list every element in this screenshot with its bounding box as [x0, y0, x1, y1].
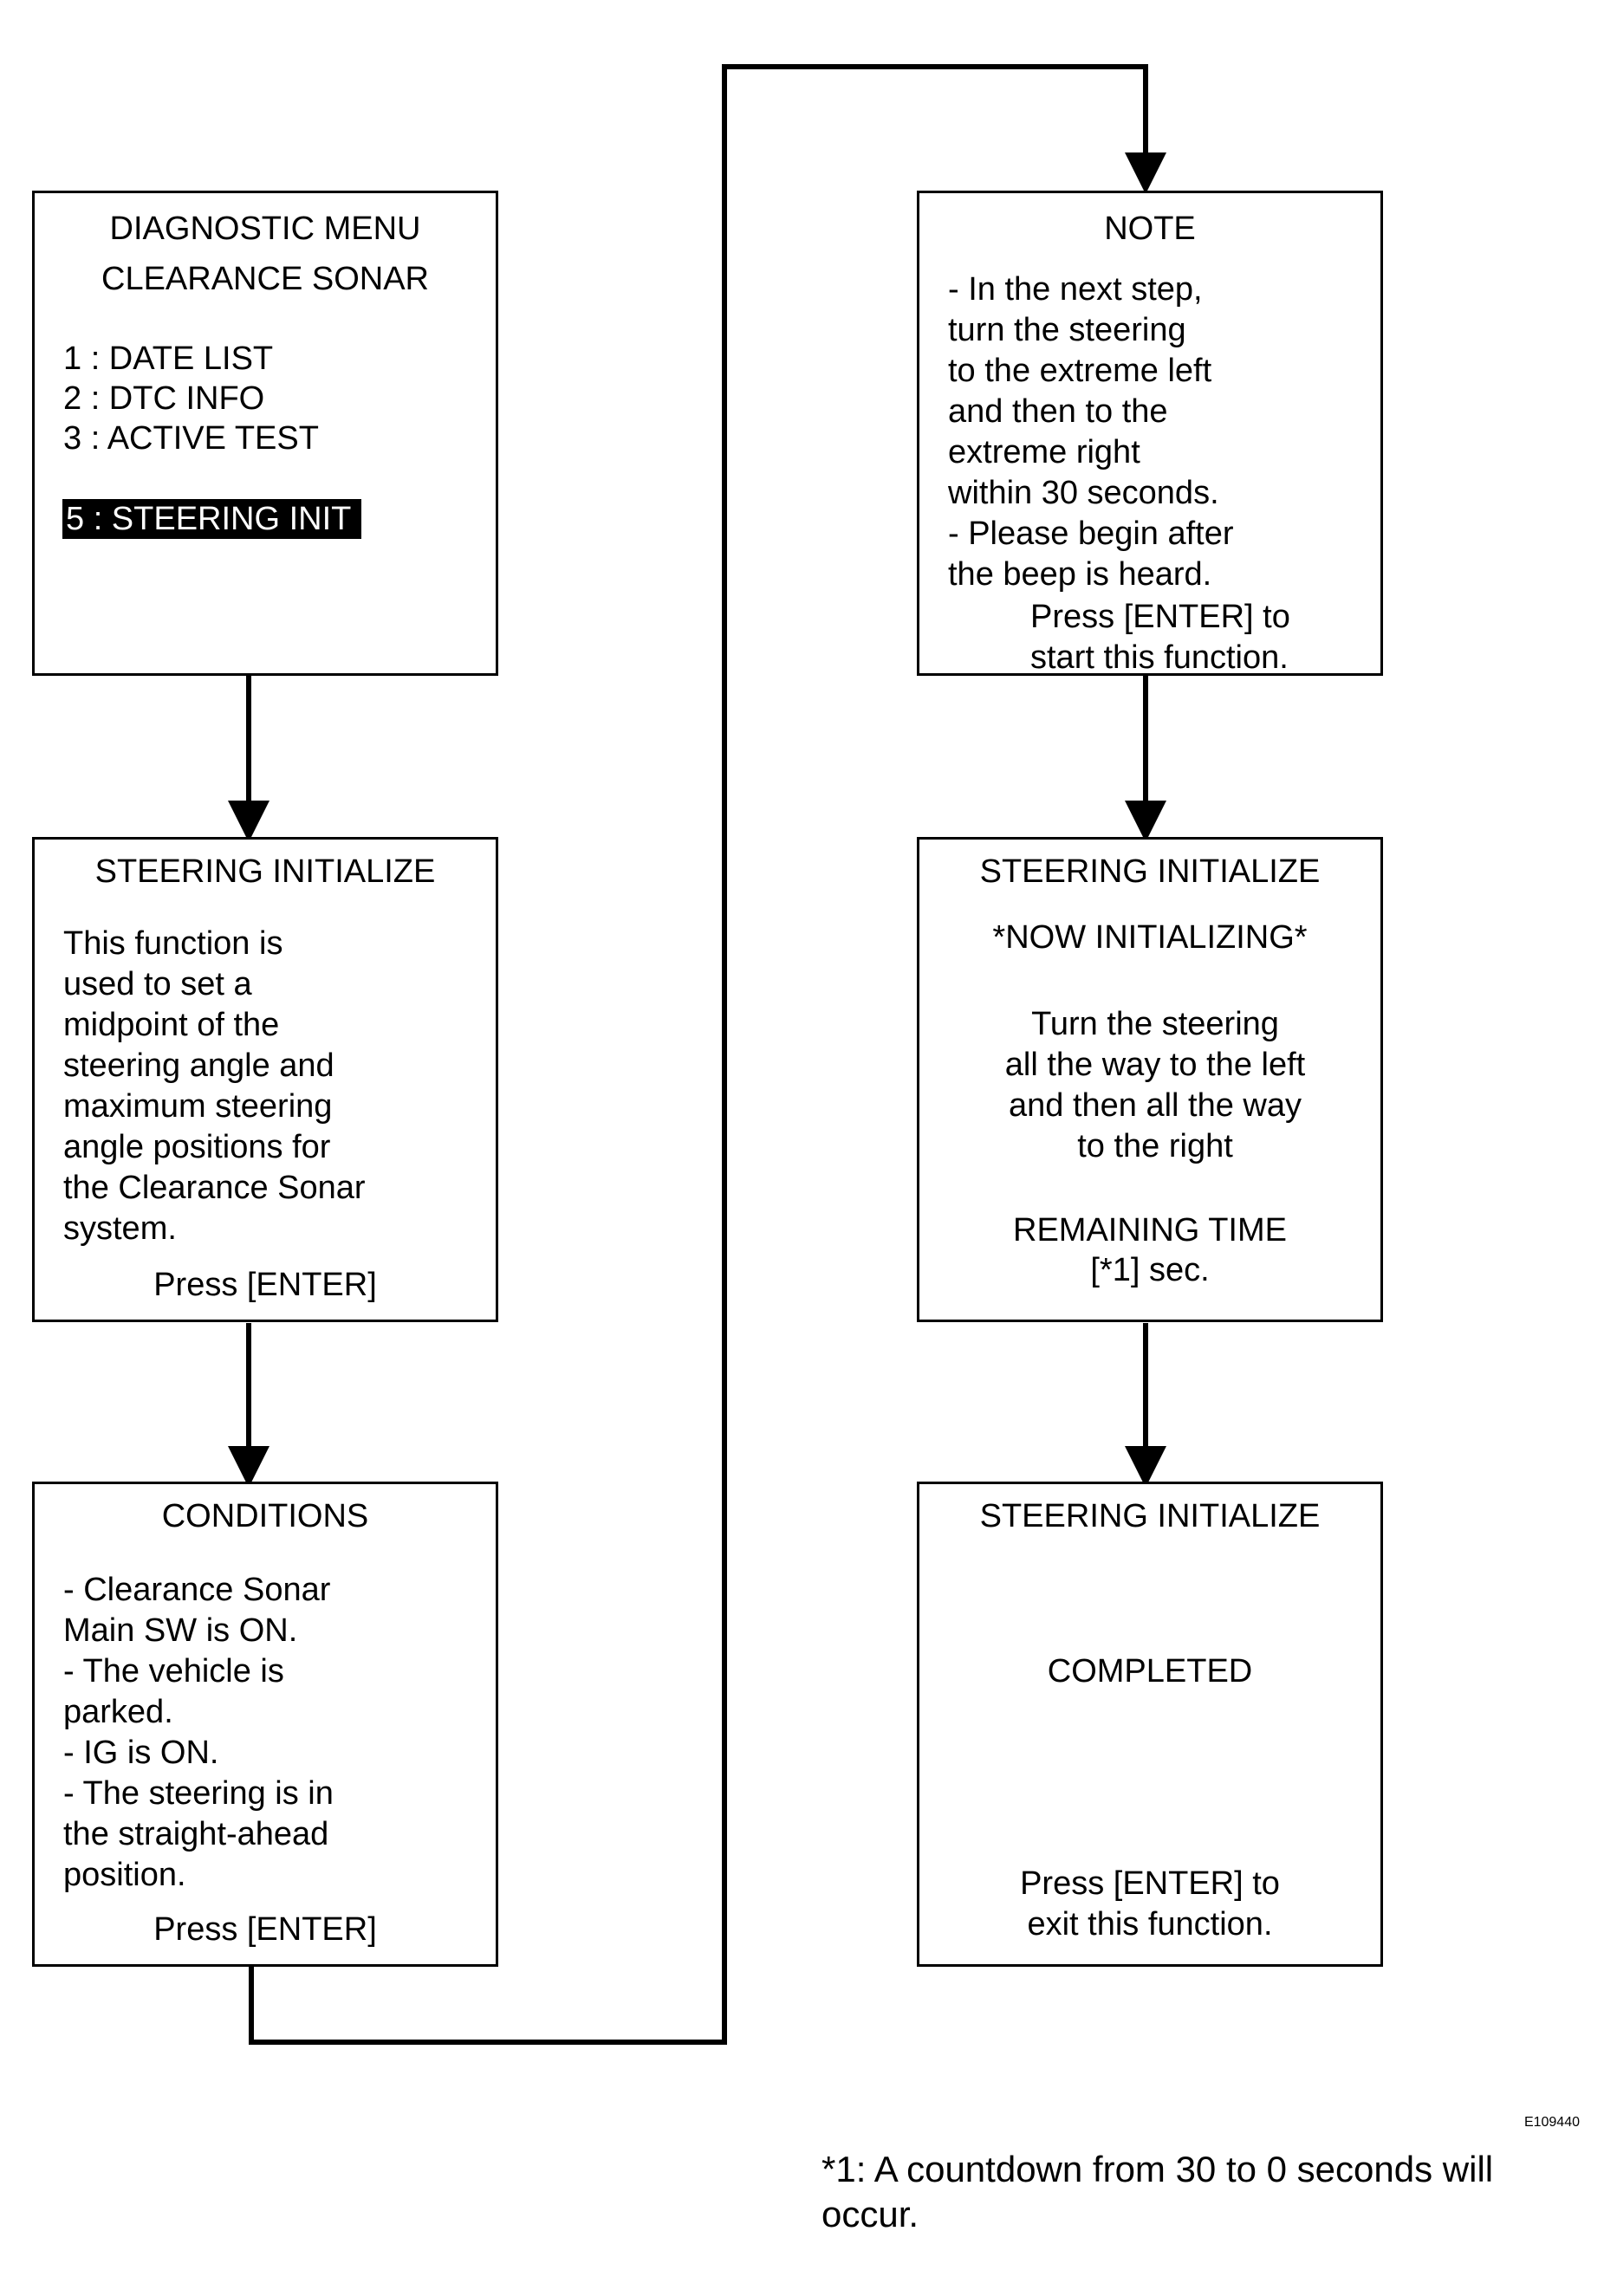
footnote: *1: A countdown from 30 to 0 seconds wil…: [821, 2147, 1493, 2237]
initializing-instruction: Turn the steering: [1031, 1006, 1279, 1042]
figure-code: E109440: [1523, 2115, 1580, 2130]
menu-item-active-test[interactable]: 3 : ACTIVE TEST: [63, 420, 319, 457]
note-line: the beep is heard.: [948, 556, 1212, 593]
note-line: and then to the: [948, 393, 1168, 430]
initializing-instruction: all the way to the left: [1004, 1047, 1306, 1083]
steer-info-enter-prompt[interactable]: Press [ENTER]: [153, 1267, 377, 1303]
conditions-enter-prompt[interactable]: Press [ENTER]: [153, 1911, 377, 1948]
steer-info-line: angle positions for: [63, 1129, 331, 1165]
note-line: extreme right: [948, 434, 1140, 470]
steer-info-line: system.: [63, 1210, 177, 1247]
completed-status: COMPLETED: [1047, 1653, 1253, 1690]
menu-subtitle: CLEARANCE SONAR: [101, 261, 429, 297]
steer-info-line: This function is: [63, 925, 283, 962]
steer-info-line: used to set a: [63, 966, 252, 1002]
initializing-instruction: to the right: [1077, 1128, 1233, 1164]
condition-line: - IG is ON.: [63, 1735, 219, 1771]
completed-enter-prompt[interactable]: Press [ENTER] to: [1020, 1865, 1280, 1902]
steer-info-title: STEERING INITIALIZE: [94, 853, 436, 890]
condition-line: - The steering is in: [63, 1775, 334, 1812]
remaining-time-label: REMAINING TIME: [1013, 1212, 1287, 1249]
note-line: - In the next step,: [948, 271, 1203, 308]
note-screen: NOTE - In the next step, turn the steeri…: [917, 191, 1383, 676]
connector-conditions-to-note: [249, 64, 1166, 2045]
menu-item-date-list[interactable]: 1 : DATE LIST: [63, 341, 274, 377]
conditions-screen: CONDITIONS - Clearance Sonar Main SW is …: [32, 1482, 498, 1967]
note-title: NOTE: [1104, 211, 1196, 247]
steering-info-screen: STEERING INITIALIZE This function is use…: [32, 837, 498, 1322]
condition-line: the straight-ahead: [63, 1816, 329, 1852]
condition-line: position.: [63, 1857, 186, 1893]
initializing-instruction: and then all the way: [1008, 1087, 1302, 1124]
remaining-time-value: [*1] sec.: [1090, 1252, 1210, 1288]
completed-screen: STEERING INITIALIZE COMPLETED Press [ENT…: [917, 1482, 1383, 1967]
initializing-screen: STEERING INITIALIZE *NOW INITIALIZING* T…: [917, 837, 1383, 1322]
condition-line: - The vehicle is: [63, 1653, 284, 1690]
diagnostic-menu-screen: DIAGNOSTIC MENU CLEARANCE SONAR 1 : DATE…: [32, 191, 498, 676]
note-enter-prompt[interactable]: Press [ENTER] to: [1030, 599, 1290, 635]
menu-item-steering-init-selected[interactable]: 5 : STEERING INIT: [62, 499, 362, 539]
menu-item-dtc-info[interactable]: 2 : DTC INFO: [63, 380, 265, 417]
steer-info-line: maximum steering: [63, 1088, 333, 1125]
completed-enter-prompt-line2: exit this function.: [1027, 1906, 1273, 1943]
footnote-line: *1: A countdown from 30 to 0 seconds wil…: [821, 2149, 1494, 2189]
condition-line: Main SW is ON.: [63, 1612, 298, 1649]
menu-title: DIAGNOSTIC MENU: [109, 211, 421, 247]
condition-line: - Clearance Sonar: [63, 1572, 331, 1608]
footnote-line: occur.: [821, 2194, 919, 2234]
note-line: within 30 seconds.: [948, 475, 1219, 511]
note-line: - Please begin after: [948, 516, 1234, 552]
note-enter-prompt-line2: start this function.: [1030, 639, 1289, 676]
note-line: to the extreme left: [948, 353, 1212, 389]
initializing-title: STEERING INITIALIZE: [979, 853, 1321, 890]
steer-info-line: steering angle and: [63, 1047, 334, 1084]
completed-title: STEERING INITIALIZE: [979, 1498, 1321, 1534]
steer-info-line: midpoint of the: [63, 1007, 280, 1043]
conditions-title: CONDITIONS: [161, 1498, 369, 1534]
initializing-status: *NOW INITIALIZING*: [992, 919, 1308, 956]
note-line: turn the steering: [948, 312, 1186, 348]
steer-info-line: the Clearance Sonar: [63, 1170, 366, 1206]
condition-line: parked.: [63, 1694, 173, 1730]
